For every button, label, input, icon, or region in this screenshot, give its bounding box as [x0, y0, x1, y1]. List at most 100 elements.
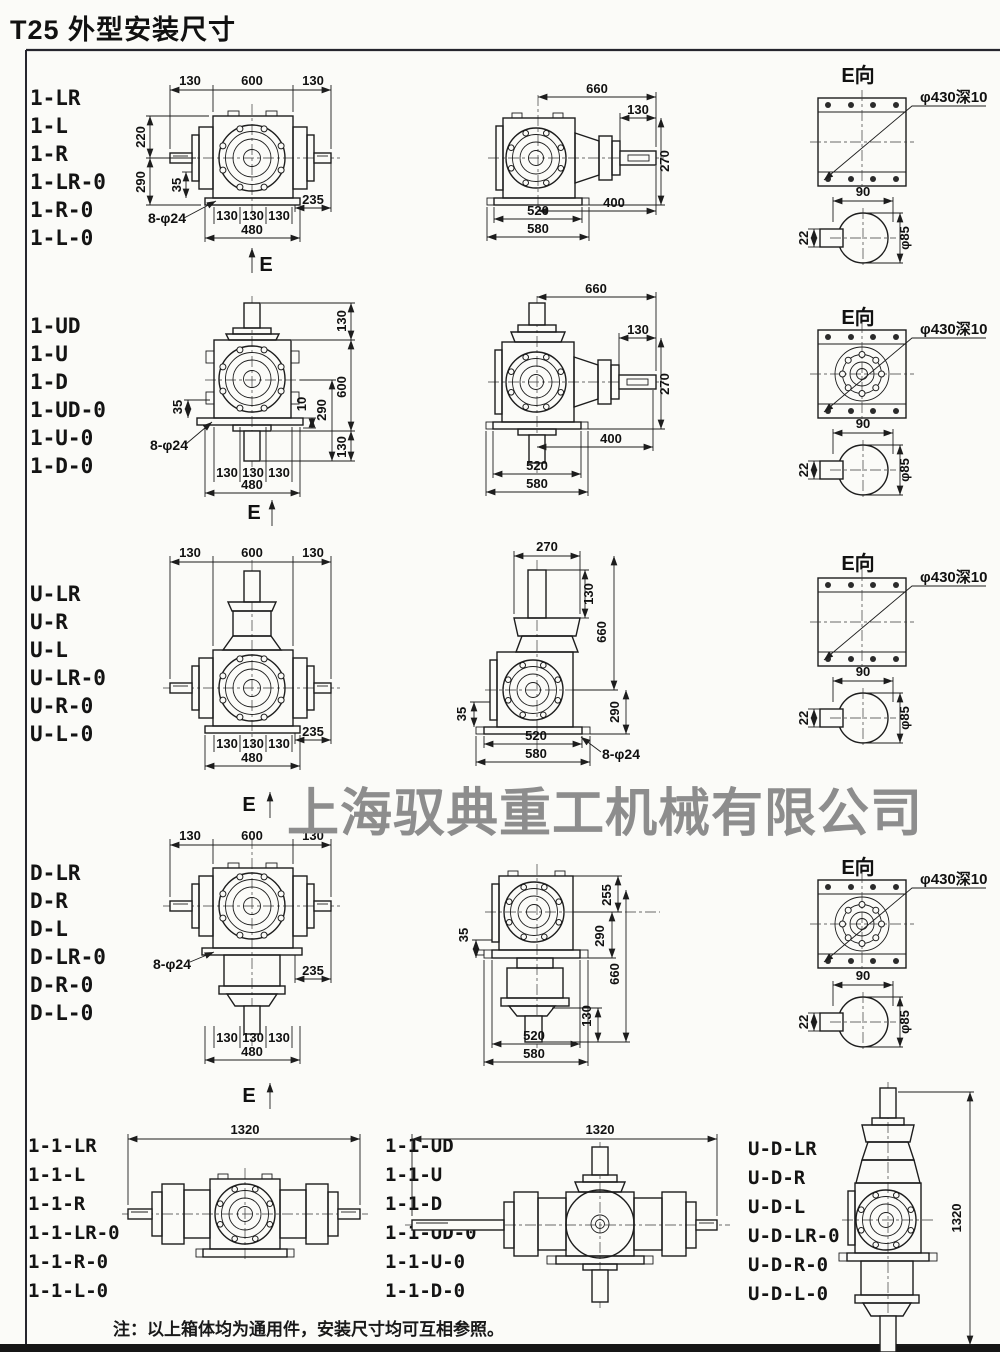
dim-label: φ85 — [897, 1010, 912, 1034]
dim-label: 660 — [586, 81, 608, 96]
dim-label: 130 — [216, 1030, 238, 1045]
dim-label: 600 — [241, 828, 263, 843]
dim-label: 660 — [594, 621, 609, 643]
model-list-row1: 1-LR 1-L 1-R 1-LR-0 1-R-0 1-L-0 — [30, 84, 106, 252]
dim-label: 600 — [241, 73, 263, 88]
dim-label: 35 — [454, 707, 469, 721]
dim-label: 1320 — [231, 1122, 260, 1137]
model-label: U-R-0 — [30, 694, 94, 718]
callout-label: 8-φ24 — [150, 437, 188, 453]
model-label: 1-D-0 — [30, 454, 94, 478]
dim-label: 130 — [268, 465, 290, 480]
model-label: 1-1-D — [385, 1193, 443, 1215]
model-label: U-D-R — [748, 1167, 806, 1189]
model-label: U-D-L — [748, 1196, 806, 1218]
dim-label: 130 — [302, 828, 324, 843]
front-view-row1: 130 600 130 220 290 35 235 130 130 130 4… — [133, 73, 341, 276]
dim-label: 22 — [796, 711, 811, 725]
model-label: U-D-R-0 — [748, 1254, 829, 1276]
dim-label: 22 — [796, 1015, 811, 1029]
dim-label: 35 — [456, 928, 471, 942]
dim-label: 130 — [581, 583, 596, 605]
model-list-row3: U-LR U-R U-L U-LR-0 U-R-0 U-L-0 — [30, 580, 106, 748]
model-list-row2: 1-UD 1-U 1-D 1-UD-0 1-U-0 1-D-0 — [30, 312, 106, 480]
dim-label: 270 — [657, 150, 672, 172]
dim-label: 90 — [856, 416, 870, 431]
dim-label: 35 — [170, 400, 185, 414]
model-label: U-R — [30, 610, 68, 634]
dim-label: 130 — [179, 828, 201, 843]
front-view-row2: 130 600 130 290 10 35 8-φ24 130 130 130 … — [150, 296, 355, 526]
dim-label: φ85 — [897, 458, 912, 482]
dim-label: 130 — [302, 73, 324, 88]
callout-label: φ430深10 — [920, 870, 987, 888]
callout-label: 8-φ24 — [602, 746, 640, 762]
dim-label: 600 — [334, 376, 349, 398]
view-direction-label: E — [247, 502, 260, 524]
dim-label: 400 — [600, 431, 622, 446]
side-view-row1: 660 130 270 400 520 580 — [486, 81, 672, 241]
dim-label: 235 — [302, 192, 324, 207]
view-title: E向 — [841, 855, 874, 879]
model-label: 1-R-0 — [30, 198, 94, 222]
dim-label: 130 — [268, 208, 290, 223]
dim-label: 400 — [603, 195, 625, 210]
dim-label: 600 — [241, 545, 263, 560]
model-label: U-LR-0 — [30, 666, 106, 690]
dim-label: 520 — [523, 1028, 545, 1043]
dim-label: 22 — [796, 463, 811, 477]
model-label: 1-L-0 — [30, 226, 94, 250]
dim-label: 90 — [856, 968, 870, 983]
watermark: 上海驭典重工机械有限公司 — [287, 785, 924, 843]
callout-label: φ430深10 — [920, 568, 987, 586]
dim-label: 290 — [607, 701, 622, 723]
model-label: 1-UD-0 — [30, 398, 106, 422]
dim-label: 130 — [334, 310, 349, 332]
side-view-row4: 255 290 660 130 35 520 580 — [456, 864, 660, 1066]
dim-label: φ85 — [897, 706, 912, 730]
model-label: 1-1-L-0 — [28, 1280, 109, 1302]
model-label: 1-UD — [30, 314, 81, 338]
model-label: U-D-LR — [748, 1138, 817, 1160]
e-view-row3: E向 φ430深10 90 22 φ85 — [796, 551, 987, 748]
callout-label: 8-φ24 — [148, 210, 186, 226]
dim-label: 1320 — [586, 1122, 615, 1137]
dim-label: 130 — [268, 1030, 290, 1045]
view-title: E向 — [841, 551, 874, 575]
model-label: 1-1-LR — [28, 1135, 97, 1157]
front-view-row4: 130 600 130 8-φ24 235 130 130 130 — [153, 828, 341, 1109]
dim-label: 130 — [627, 322, 649, 337]
dim-label: 130 — [179, 545, 201, 560]
model-list-row4: D-LR D-R D-L D-LR-0 D-R-0 D-L-0 — [30, 859, 106, 1027]
front-view-row3: 130 600 130 235 130 130 130 480 E — [163, 545, 341, 818]
side-view-row2: 660 130 270 400 520 580 — [485, 281, 672, 496]
dim-label: 290 — [592, 925, 607, 947]
dim-label: 480 — [241, 750, 263, 765]
model-label: U-L-0 — [30, 722, 94, 746]
model-label: U-D-L-0 — [748, 1283, 829, 1305]
dim-label: 130 — [179, 73, 201, 88]
view-direction-label: E — [242, 794, 255, 816]
model-label: 1-1-L — [28, 1164, 86, 1186]
model-label: D-R — [30, 889, 68, 913]
dim-label: 520 — [525, 728, 547, 743]
model-label: 1-R — [30, 142, 68, 166]
model-label: U-LR — [30, 582, 81, 606]
dim-label: 130 — [627, 102, 649, 117]
dim-label: 130 — [216, 736, 238, 751]
model-label: D-L-0 — [30, 1001, 94, 1025]
view-direction-label: E — [259, 254, 272, 276]
view-title: E向 — [841, 305, 874, 329]
plan-view-row5-lr: 1320 — [122, 1122, 368, 1262]
model-label: 1-1-U-0 — [385, 1251, 466, 1273]
model-label: U-L — [30, 638, 68, 662]
model-label: 1-U — [30, 342, 68, 366]
footer-note: 注：以上箱体均为通用件，安装尺寸均可互相参照。 — [113, 1320, 504, 1339]
dim-label: 220 — [133, 126, 148, 148]
dim-label: φ85 — [897, 226, 912, 250]
dim-label: 660 — [585, 281, 607, 296]
dim-label: 130 — [242, 1030, 264, 1045]
view-direction-label: E — [242, 1085, 255, 1107]
dim-label: 130 — [242, 208, 264, 223]
